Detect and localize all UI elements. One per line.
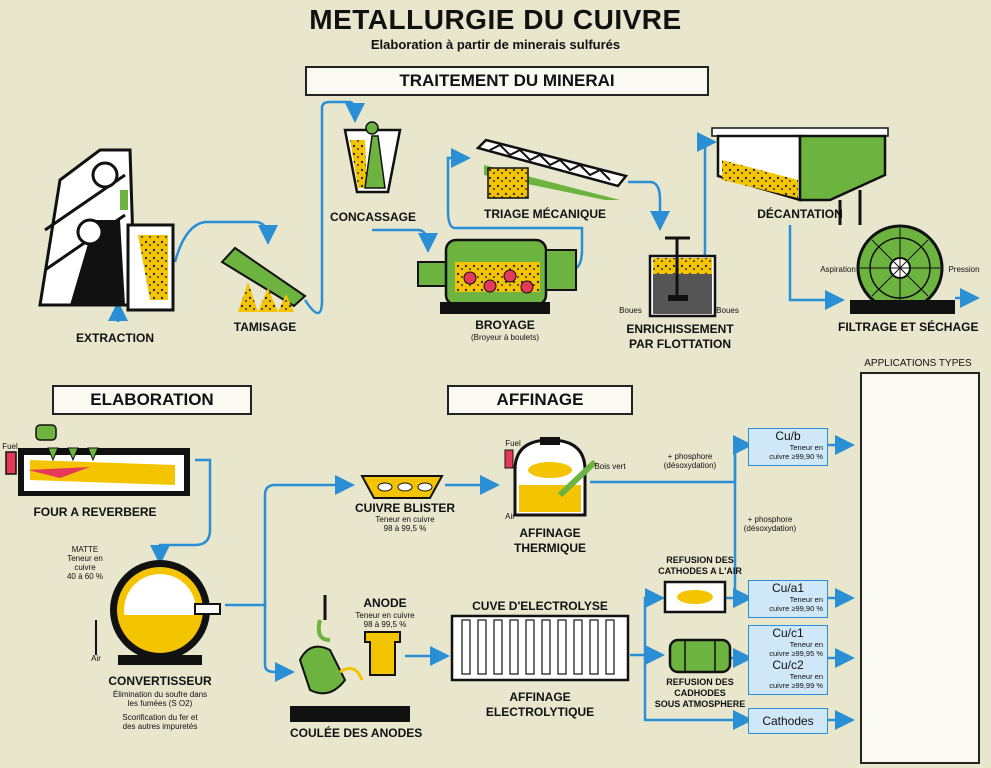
blister-ingot-icon	[360, 475, 444, 499]
label-refusion-atm-3: SOUS ATMOSPHERE	[654, 699, 746, 709]
product-cub-t2: cuivre ≥99,90 %	[769, 452, 823, 461]
label-matte-4: 40 à 60 %	[66, 572, 104, 581]
screw-classifier-icon	[475, 138, 629, 200]
product-cuc1-t2: cuivre ≥99,95 %	[769, 649, 823, 658]
page-subtitle: Elaboration à partir de minerais sulfuré…	[370, 37, 621, 52]
product-cua1-name: Cu/a1	[771, 581, 805, 595]
section-elaboration: ELABORATION	[52, 385, 252, 415]
flotation-cell-icon	[648, 236, 717, 318]
product-cuc1-t1: Teneur en	[789, 640, 823, 649]
extraction-headframe-icon	[38, 148, 175, 312]
product-cua1-t1: Teneur en	[789, 595, 823, 604]
label-extraction: EXTRACTION	[76, 331, 154, 345]
label-matte-3: cuivre	[74, 563, 96, 572]
label-conv-4: des autres impuretés	[122, 722, 198, 731]
section-affinage: AFFINAGE	[447, 385, 633, 415]
electrolysis-tank-icon	[450, 614, 630, 682]
label-enrichissement-1: ENRICHISSEMENT	[626, 322, 734, 336]
product-cub-t1: Teneur en	[789, 443, 823, 452]
label-phosphore-1a: + phosphore	[667, 452, 713, 461]
label-conv-3: Scorification du fer et	[122, 713, 198, 722]
label-broyage: BROYAGE	[475, 318, 535, 332]
label-conv-2: les fumées (S O2)	[127, 699, 193, 708]
label-convertisseur: CONVERTISSEUR	[108, 674, 212, 688]
flow-arrows	[108, 100, 980, 730]
product-cuc2-name: Cu/c2	[772, 658, 804, 672]
reverberatory-furnace-icon	[5, 424, 190, 496]
label-boues-right: Boues	[716, 306, 739, 315]
product-cub-name: Cu/b	[775, 429, 801, 443]
air-melting-furnace-icon	[663, 580, 727, 614]
label-phosphore-2a: + phosphore	[747, 515, 793, 524]
label-affinage-electrolytique-1: AFFINAGE	[509, 690, 571, 704]
label-tamisage: TAMISAGE	[233, 320, 297, 334]
label-blister: CUIVRE BLISTER	[354, 501, 455, 515]
page-title: METALLURGIE DU CUIVRE	[309, 4, 682, 35]
label-refusion-atm-1: REFUSION DES	[666, 677, 734, 687]
anode-casting-icon	[290, 595, 410, 722]
crusher-icon	[343, 121, 402, 194]
label-cuve: CUVE D'ELECTROLYSE	[472, 599, 608, 613]
label-concassage: CONCASSAGE	[330, 210, 417, 224]
label-pression: Pression	[948, 265, 980, 274]
label-decantation: DÉCANTATION	[757, 207, 843, 221]
product-cuc: Cu/c1 Teneur en cuivre ≥99,95 % Cu/c2 Te…	[748, 625, 828, 695]
label-coulee: COULÉE DES ANODES	[290, 726, 423, 740]
label-bois-vert: Bois vert	[594, 462, 626, 471]
drum-filter-icon	[850, 224, 955, 314]
label-matte-1: MATTE	[71, 545, 99, 554]
converter-icon	[95, 560, 221, 665]
product-cuc1-name: Cu/c1	[772, 626, 804, 640]
applications-panel	[860, 372, 980, 764]
label-enrichissement-2: PAR FLOTTATION	[629, 337, 731, 351]
label-boues-left: Boues	[619, 306, 642, 315]
product-cub: Cu/b Teneur en cuivre ≥99,90 %	[748, 428, 828, 466]
product-cathodes-name: Cathodes	[762, 714, 814, 728]
product-cathodes: Cathodes	[748, 708, 828, 734]
label-fuel-affinage: Fuel	[505, 439, 521, 448]
label-triage: TRIAGE MÉCANIQUE	[483, 207, 606, 221]
label-anode: ANODE	[363, 596, 407, 610]
product-cua1-t2: cuivre ≥99,90 %	[769, 604, 823, 613]
atmosphere-furnace-icon	[668, 638, 732, 674]
anode-icon	[364, 631, 401, 676]
label-affinage-thermique-1: AFFINAGE	[519, 526, 581, 540]
applications-title: APPLICATIONS TYPES	[855, 358, 981, 369]
settling-tank-icon	[711, 127, 889, 225]
label-anode-2: 98 à 99,5 %	[363, 620, 407, 629]
label-matte-2: Teneur en	[67, 554, 103, 563]
screen-icon	[220, 246, 307, 312]
label-refusion-air-1: REFUSION DES	[666, 555, 734, 565]
label-filtrage: FILTRAGE ET SÉCHAGE	[838, 320, 979, 334]
section-traitement: TRAITEMENT DU MINERAI	[305, 66, 709, 96]
label-air-affinage: Air	[505, 512, 515, 521]
ball-mill-icon	[417, 238, 577, 314]
label-fuel-four: Fuel	[2, 442, 18, 451]
label-phosphore-1b: (désoxydation)	[663, 461, 717, 470]
label-conv-1: Élimination du soufre dans	[112, 690, 208, 699]
label-refusion-atm-2: CADHODES	[674, 688, 726, 698]
label-aspiration: Aspiration	[820, 265, 856, 274]
product-cuc2-t2: cuivre ≥99,99 %	[769, 681, 823, 690]
label-blister-2: 98 à 99,5 %	[383, 524, 427, 533]
label-affinage-thermique-2: THERMIQUE	[514, 541, 586, 555]
product-cuc2-t1: Teneur en	[789, 672, 823, 681]
label-air-conv: Air	[91, 654, 101, 663]
refining-furnace-icon	[504, 437, 598, 517]
product-cua1: Cu/a1 Teneur en cuivre ≥99,90 %	[748, 580, 828, 618]
label-broyage-sub: (Broyeur à boulets)	[470, 333, 540, 342]
label-affinage-electrolytique-2: ELECTROLYTIQUE	[485, 705, 595, 719]
label-phosphore-2b: (désoxydation)	[743, 524, 797, 533]
label-anode-1: Teneur en cuivre	[355, 611, 415, 620]
label-four: FOUR A REVERBERE	[33, 505, 157, 519]
label-refusion-air-2: CATHODES A L'AIR	[658, 566, 742, 576]
label-blister-1: Teneur en cuivre	[375, 515, 435, 524]
